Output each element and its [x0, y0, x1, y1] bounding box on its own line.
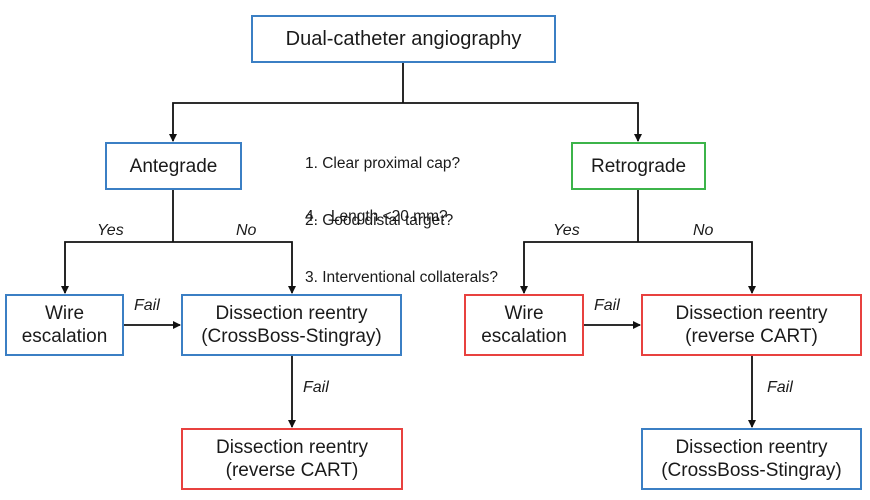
node-label-line2: (reverse CART) — [225, 460, 359, 481]
criterion-4: 4. Length <20 mm? — [305, 208, 448, 225]
node-ante-dissection-reentry-crossboss: Dissection reentry (CrossBoss-Stingray) — [181, 294, 402, 356]
criteria-list: 1. Clear proximal cap? 2. Good distal ta… — [305, 116, 498, 306]
edge-to-antegrade — [169, 102, 403, 142]
edge-retro-yes — [520, 241, 638, 294]
node-label-line2: escalation — [481, 326, 567, 347]
node-label-line1: Dissection reentry — [215, 437, 369, 458]
node-retro-dissection-reentry-crossboss: Dissection reentry (CrossBoss-Stingray) — [641, 428, 862, 490]
label-retro-no: No — [693, 222, 714, 239]
node-label: Retrograde — [590, 155, 687, 177]
node-antegrade: Antegrade — [105, 142, 242, 190]
label-retro-fail-h: Fail — [594, 297, 620, 314]
node-retrograde: Retrograde — [571, 142, 706, 190]
edge-retro-no — [638, 241, 756, 294]
node-retro-dissection-reentry-reverse-cart: Dissection reentry (reverse CART) — [641, 294, 862, 356]
node-label-line2: (reverse CART) — [685, 326, 818, 347]
criterion-2: 2. Good distal target? — [305, 212, 454, 229]
edge-ante-yes — [61, 241, 173, 294]
node-label-line2: escalation — [21, 326, 108, 347]
node-ante-dissection-reentry-reverse-cart: Dissection reentry (reverse CART) — [181, 428, 403, 490]
node-dual-catheter-angiography: Dual-catheter angiography — [251, 15, 556, 63]
edge-ante-no — [173, 241, 296, 294]
node-label-line1: Wire — [44, 303, 85, 324]
label-ante-fail-v: Fail — [303, 379, 329, 396]
label-ante-fail-h: Fail — [134, 297, 160, 314]
label-ante-yes: Yes — [97, 222, 124, 239]
node-label: Antegrade — [129, 155, 218, 177]
node-label-line2: (CrossBoss-Stingray) — [661, 460, 842, 481]
node-label-line2: (CrossBoss-Stingray) — [201, 326, 382, 347]
node-retro-wire-escalation: Wire escalation — [464, 294, 584, 356]
node-label-line1: Dissection reentry — [675, 303, 828, 324]
node-label-line1: Dissection reentry — [215, 303, 368, 324]
node-label: Dual-catheter angiography — [285, 27, 522, 50]
label-ante-no: No — [236, 222, 257, 239]
label-retro-fail-v: Fail — [767, 379, 793, 396]
node-label-line1: Dissection reentry — [675, 437, 828, 458]
edge-to-retrograde — [403, 102, 642, 142]
label-retro-yes: Yes — [553, 222, 580, 239]
node-ante-wire-escalation: Wire escalation — [5, 294, 124, 356]
criterion-1: 1. Clear proximal cap? — [305, 155, 461, 172]
criterion-3: 3. Interventional collaterals? — [305, 269, 499, 286]
node-label-line1: Wire — [504, 303, 544, 324]
